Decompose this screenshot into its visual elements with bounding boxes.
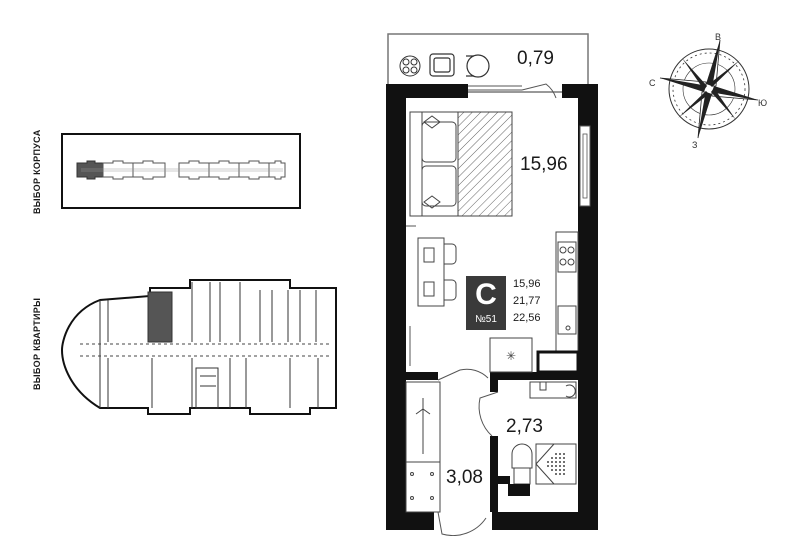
- shower-icon: [547, 453, 565, 475]
- apartment-selector[interactable]: [60, 272, 342, 420]
- compass-south: З: [692, 140, 698, 150]
- compass-east: Ю: [758, 98, 768, 108]
- building-left-group[interactable]: [102, 160, 166, 180]
- compass: [654, 34, 764, 144]
- selected-apartment-highlight[interactable]: [147, 291, 173, 343]
- balcony: [387, 33, 589, 93]
- apartment-plan: ✳: [380, 26, 610, 536]
- apartment-number: №51: [475, 314, 497, 325]
- bathroom-fixtures: [511, 381, 577, 485]
- compass-north: В: [715, 32, 722, 42]
- living-room-area: 15,96: [520, 154, 568, 175]
- apartment-type-badge: С №51: [466, 276, 506, 330]
- svg-text:✳: ✳: [506, 349, 516, 363]
- armchair-icon: [429, 53, 455, 77]
- floor-plan-graphic: [60, 279, 337, 415]
- building-selector-graphic: [61, 133, 301, 209]
- building-selected[interactable]: [76, 160, 104, 180]
- plant-icon: [399, 55, 421, 77]
- area-with-balcony: 22,56: [513, 312, 541, 324]
- apartment-plan-graphic: ✳: [386, 33, 598, 536]
- rug: [457, 111, 513, 217]
- compass-west: С: [649, 78, 656, 88]
- select-building-label: ВЫБОР КОРПУСА: [32, 129, 42, 214]
- bathroom-area: 2,73: [506, 416, 543, 437]
- hallway-area: 3,08: [446, 467, 483, 488]
- sofa-icon: [409, 111, 459, 217]
- select-apartment-label: ВЫБОР КВАРТИРЫ: [32, 297, 42, 390]
- table-icon: [466, 54, 490, 78]
- area-total: 21,77: [513, 295, 541, 307]
- apartment-type-letter: С: [475, 278, 497, 311]
- building-selector[interactable]: [61, 133, 301, 209]
- building-right-group[interactable]: [178, 160, 286, 180]
- area-living: 15,96: [513, 278, 541, 290]
- wardrobe: [405, 381, 441, 513]
- compass-rose-icon: [659, 39, 759, 139]
- dining-table-icon: [417, 237, 457, 307]
- balcony-area: 0,79: [517, 48, 554, 69]
